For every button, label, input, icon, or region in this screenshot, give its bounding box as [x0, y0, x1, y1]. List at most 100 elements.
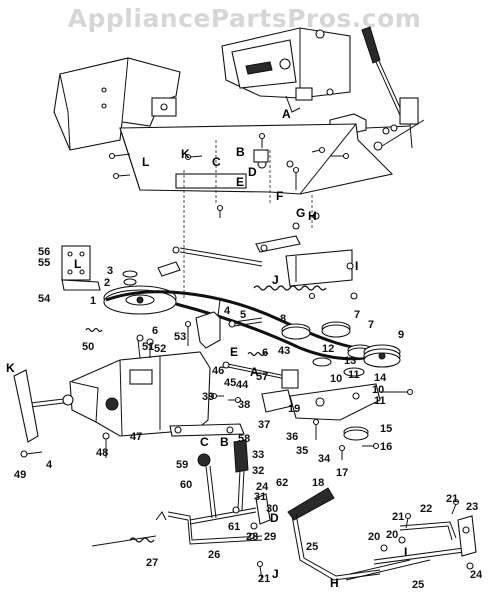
label-1: 1 [90, 295, 96, 307]
label-F: F [276, 189, 283, 203]
label-30: 30 [266, 503, 278, 515]
clutch-bracket [157, 212, 358, 300]
label-21b: 21 [392, 511, 404, 523]
lift-lever [256, 487, 431, 581]
drive-pulley [103, 285, 177, 315]
bracket-assembly [61, 245, 101, 291]
frame-plate [119, 123, 394, 218]
label-52: 52 [154, 343, 166, 355]
label-16: 16 [380, 441, 392, 453]
rear-axle [13, 369, 110, 458]
label-35: 35 [296, 445, 308, 457]
transaxle [69, 334, 211, 437]
label-E: E [236, 175, 244, 189]
label-3: 3 [107, 265, 113, 277]
label-20a: 20 [368, 531, 380, 543]
label-J-mid: J [272, 273, 279, 287]
label-25a: 25 [306, 541, 318, 553]
label-10a: 10 [330, 373, 342, 385]
label-11a: 11 [348, 369, 360, 381]
label-5: 5 [240, 309, 246, 321]
label-25b: 25 [412, 579, 424, 591]
label-C-low: C [200, 435, 209, 449]
label-31: 31 [254, 491, 266, 503]
label-22: 22 [420, 503, 432, 515]
label-17: 17 [336, 467, 348, 479]
label-B-low: B [220, 435, 229, 449]
label-7a: 7 [354, 309, 360, 321]
label-58: 58 [238, 433, 250, 445]
label-33: 33 [252, 449, 264, 461]
label-43: 43 [278, 345, 290, 357]
label-21a: 21 [258, 573, 270, 585]
drive-belt [105, 290, 379, 351]
label-62: 62 [276, 477, 288, 489]
label-50: 50 [82, 341, 94, 353]
label-26: 26 [208, 549, 220, 561]
pedal-assembly [169, 423, 271, 530]
label-54: 54 [38, 293, 51, 305]
label-29: 29 [264, 531, 276, 543]
label-13: 13 [344, 355, 356, 367]
label-49: 49 [14, 469, 26, 481]
label-2: 2 [104, 277, 110, 289]
label-A-top: A [282, 107, 291, 121]
shift-arms [184, 299, 263, 349]
label-47: 47 [130, 431, 142, 443]
label-27: 27 [146, 557, 158, 569]
label-18: 18 [312, 477, 324, 489]
label-37: 37 [258, 419, 270, 431]
label-D: D [248, 165, 257, 179]
watermark: AppliancePartsPros.com [67, 4, 422, 33]
label-57: 57 [256, 371, 268, 383]
label-9: 9 [398, 329, 404, 341]
label-39: 39 [202, 391, 214, 403]
dash-housing [221, 27, 351, 113]
screws-top [108, 132, 350, 180]
label-55: 55 [38, 257, 50, 269]
label-48: 48 [96, 447, 108, 459]
pulley-nut [122, 270, 138, 296]
label-C: C [212, 155, 221, 169]
label-60: 60 [180, 479, 192, 491]
idler-pulleys [281, 321, 401, 377]
fender-cover [53, 57, 181, 151]
label-51: 51 [142, 341, 154, 353]
label-A-mid: A [250, 365, 259, 379]
label-11b: 11 [374, 395, 386, 407]
label-12: 12 [322, 343, 334, 355]
label-19: 19 [288, 403, 300, 415]
label-H-low: H [330, 576, 339, 590]
label-34: 34 [318, 453, 331, 465]
label-4a: 4 [224, 305, 231, 317]
label-E-mid: E [230, 345, 238, 359]
label-32: 32 [252, 465, 264, 477]
label-D-low: D [270, 511, 279, 525]
label-10b: 10 [372, 384, 384, 396]
belt-spring [253, 285, 327, 291]
label-61: 61 [228, 521, 240, 533]
lower-idler [338, 426, 380, 460]
label-59: 59 [176, 459, 188, 471]
label-L-top: L [142, 155, 149, 169]
label-28: 28 [246, 531, 258, 543]
label-I-mid: I [355, 259, 358, 273]
label-6a: 6 [152, 325, 158, 337]
label-21c: 21 [446, 493, 458, 505]
label-J-low: J [272, 567, 279, 581]
label-45: 45 [224, 377, 236, 389]
brake-assembly [261, 383, 414, 440]
label-46: 46 [212, 365, 224, 377]
label-56: 56 [38, 246, 50, 258]
right-linkage [373, 498, 477, 570]
label-20b: 20 [386, 529, 398, 541]
label-6b: 6 [262, 347, 268, 359]
clutch-rod [210, 351, 299, 404]
label-38: 38 [238, 399, 250, 411]
label-15: 15 [380, 423, 392, 435]
label-44: 44 [236, 379, 249, 391]
label-K-top: K [181, 147, 190, 161]
label-53: 53 [174, 331, 186, 343]
label-B: B [236, 145, 245, 159]
